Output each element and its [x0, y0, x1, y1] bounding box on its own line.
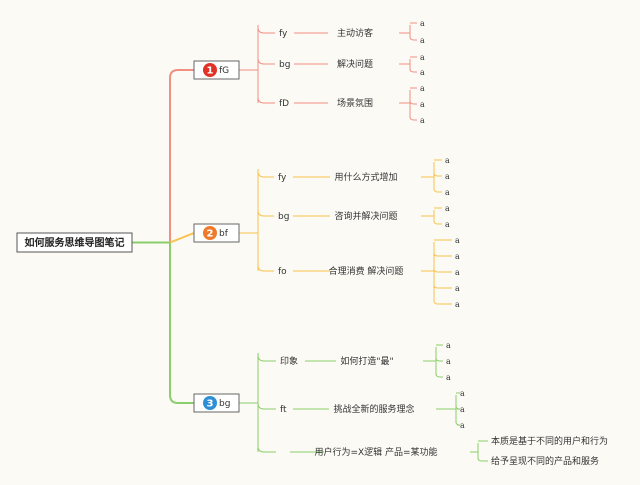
connector-line	[257, 96, 275, 104]
connector-line	[433, 252, 452, 257]
branch-number: 3	[207, 399, 214, 410]
child-code: 印象	[280, 355, 298, 367]
child-topic: 用户行为=X逻辑 产品=某功能	[314, 446, 437, 458]
connector-line	[409, 116, 417, 121]
connector-line	[433, 188, 442, 193]
connector-line	[455, 421, 461, 426]
child-code: fo	[278, 267, 287, 277]
leaf-label: 本质是基于不同的用户和行为	[491, 435, 608, 447]
leaf-label: a	[446, 373, 451, 382]
leaf-label: a	[460, 405, 465, 414]
connector-line	[435, 357, 443, 362]
connector-line	[409, 36, 417, 41]
child-topic: 咨询并解决问题	[334, 210, 397, 222]
connector-line	[257, 209, 274, 217]
leaf-label: a	[420, 116, 425, 125]
connector-line	[257, 445, 276, 453]
child-topic: 场景氛围	[337, 97, 373, 109]
branch-label: fG	[219, 66, 229, 76]
branch-number: 2	[207, 229, 214, 240]
branch-label: bg	[219, 399, 230, 409]
leaf-label: a	[445, 156, 450, 165]
root-label: 如何服务思维导图笔记	[25, 236, 125, 249]
leaf-label: a	[445, 172, 450, 181]
leaf-label: a	[455, 284, 460, 293]
leaf-label: a	[420, 19, 425, 28]
child-code: ft	[280, 405, 287, 415]
leaf-label: 给予呈现不同的产品和服务	[491, 455, 599, 467]
connector-line	[257, 354, 276, 362]
leaf-label: a	[455, 236, 460, 245]
connector-line	[409, 68, 417, 73]
child-topic: 解决问题	[337, 58, 373, 70]
branch-1-connector	[169, 69, 194, 243]
connector-line	[477, 457, 488, 462]
leaf-label: a	[445, 188, 450, 197]
connector-line	[433, 284, 452, 289]
leaf-label: a	[445, 220, 450, 229]
child-topic: 用什么方式增加	[334, 171, 397, 183]
child-code: bg	[278, 212, 289, 222]
connector-line	[433, 220, 442, 225]
child-code: fy	[279, 29, 288, 39]
connector-line	[409, 100, 417, 105]
connector-line	[257, 402, 276, 410]
connector-line	[433, 268, 452, 273]
child-topic: 合理消费 解决问题	[329, 265, 404, 277]
root-node[interactable]	[16, 232, 133, 253]
leaf-label: a	[446, 341, 451, 350]
child-topic: 挑战全新的服务理念	[333, 403, 414, 415]
connector-line	[257, 264, 274, 272]
connector-line	[257, 57, 275, 65]
leaf-label: a	[420, 36, 425, 45]
child-topic: 主动访客	[337, 27, 373, 39]
leaf-label: a	[420, 53, 425, 62]
connector-line	[435, 373, 443, 378]
branch-number: 1	[207, 66, 214, 77]
branch-2-connector	[169, 232, 195, 244]
leaf-label: a	[446, 357, 451, 366]
connector-line	[257, 170, 274, 178]
child-code: bg	[279, 60, 290, 70]
leaf-label: a	[460, 389, 465, 398]
number-badge-2	[203, 226, 217, 240]
leaf-label: a	[445, 204, 450, 213]
leaf-label: a	[420, 100, 425, 109]
child-topic: 如何打造"最"	[340, 355, 393, 367]
number-badge-3	[203, 396, 217, 410]
connector-line	[455, 405, 461, 410]
leaf-label: a	[420, 84, 425, 93]
connector-line	[433, 172, 442, 177]
connector-line	[433, 300, 452, 305]
branch-label: bf	[219, 229, 229, 239]
leaf-label: a	[455, 300, 460, 309]
leaf-label: a	[420, 68, 425, 77]
leaf-label: a	[455, 268, 460, 277]
number-badge-1	[203, 63, 217, 77]
branch-3-connector	[169, 242, 194, 404]
leaf-label: a	[455, 252, 460, 261]
connector-line	[257, 26, 275, 34]
leaf-label: a	[460, 421, 465, 430]
child-code: fD	[279, 99, 289, 109]
child-code: fy	[278, 173, 287, 183]
